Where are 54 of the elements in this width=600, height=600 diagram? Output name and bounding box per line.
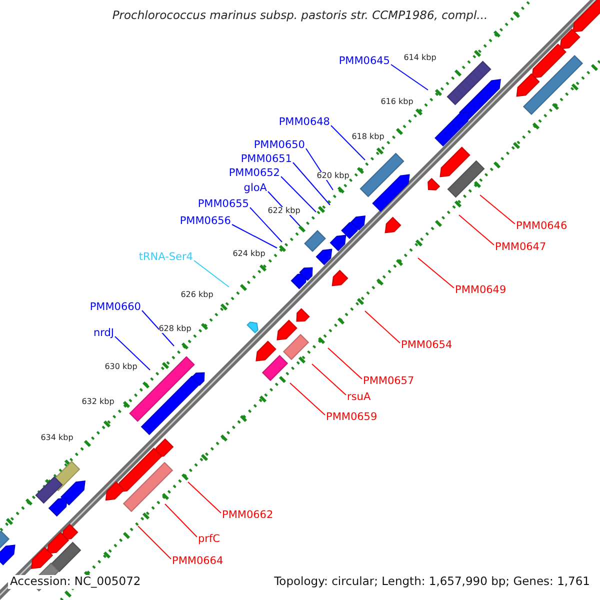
scale-label: 622 kbp <box>268 207 300 215</box>
gene-label: PMM0649 <box>455 285 506 296</box>
gene-label: PMM0664 <box>172 556 224 566</box>
leader-line <box>458 214 494 246</box>
leader-line <box>364 310 400 344</box>
gene-label: nrdJ <box>93 328 114 338</box>
gene-label: PMM0656 <box>180 216 231 226</box>
leader-line <box>390 64 428 90</box>
gene-label: PMM0659 <box>326 412 378 422</box>
gene-label: gloA <box>244 183 267 194</box>
gene-label: rsuA <box>347 392 371 402</box>
scale-label: 634 kbp <box>40 434 74 442</box>
leader-line <box>328 348 362 380</box>
leader-line <box>250 207 282 242</box>
leader-line <box>114 336 150 370</box>
leader-line <box>194 260 230 288</box>
gene-label: PMM0646 <box>516 221 568 232</box>
scale-label: 632 kbp <box>82 398 114 406</box>
leader-line <box>188 482 222 514</box>
scale-label: 620 kbp <box>316 172 350 180</box>
scale-label: 624 kbp <box>232 250 266 258</box>
gene-label: PMM0651 <box>240 154 292 164</box>
map-title: Prochlorococcus marinus subsp. pastoris str. CCMP1986, compl... <box>111 10 489 22</box>
gene-label: tRNA-Ser4 <box>138 252 193 262</box>
gene-label: PMM0657 <box>363 376 414 386</box>
leader-line <box>280 176 316 212</box>
leader-line <box>480 194 516 224</box>
scale-label: 628 kbp <box>158 325 192 333</box>
gene-label: PMM0654 <box>401 340 452 350</box>
leader-line <box>290 382 326 416</box>
gene-label: PMM0645 <box>338 56 390 66</box>
leader-line <box>292 162 330 206</box>
gene-label: PMM0652 <box>228 168 280 178</box>
scale-label: 626 kbp <box>180 291 214 299</box>
gene-label: PMM0660 <box>90 302 141 312</box>
footer-text: Topology: circular; Length: 1,657,990 bp; Genes: 1,761 <box>272 575 592 588</box>
leader-line <box>164 504 198 538</box>
gene-label: PMM0648 <box>278 117 330 128</box>
scale-label: 630 kbp <box>104 363 138 371</box>
scale-label: 614 kbp <box>404 54 436 62</box>
leader-line <box>312 364 346 396</box>
gene-label: prfC <box>198 534 220 544</box>
gene-label: PMM0662 <box>222 510 274 520</box>
leader-line <box>138 526 172 560</box>
gene-label: PMM0650 <box>254 140 305 150</box>
footer-text: Accession: NC_005072 <box>8 575 143 588</box>
leader-line <box>418 258 454 288</box>
leader-line <box>330 125 366 160</box>
scale-label: 616 kbp <box>380 98 414 106</box>
leader-line <box>232 224 278 248</box>
scale-label: 618 kbp <box>352 133 384 141</box>
gene-label: PMM0647 <box>495 242 546 252</box>
gene-label: PMM0655 <box>198 199 249 210</box>
leader-line <box>142 310 174 346</box>
